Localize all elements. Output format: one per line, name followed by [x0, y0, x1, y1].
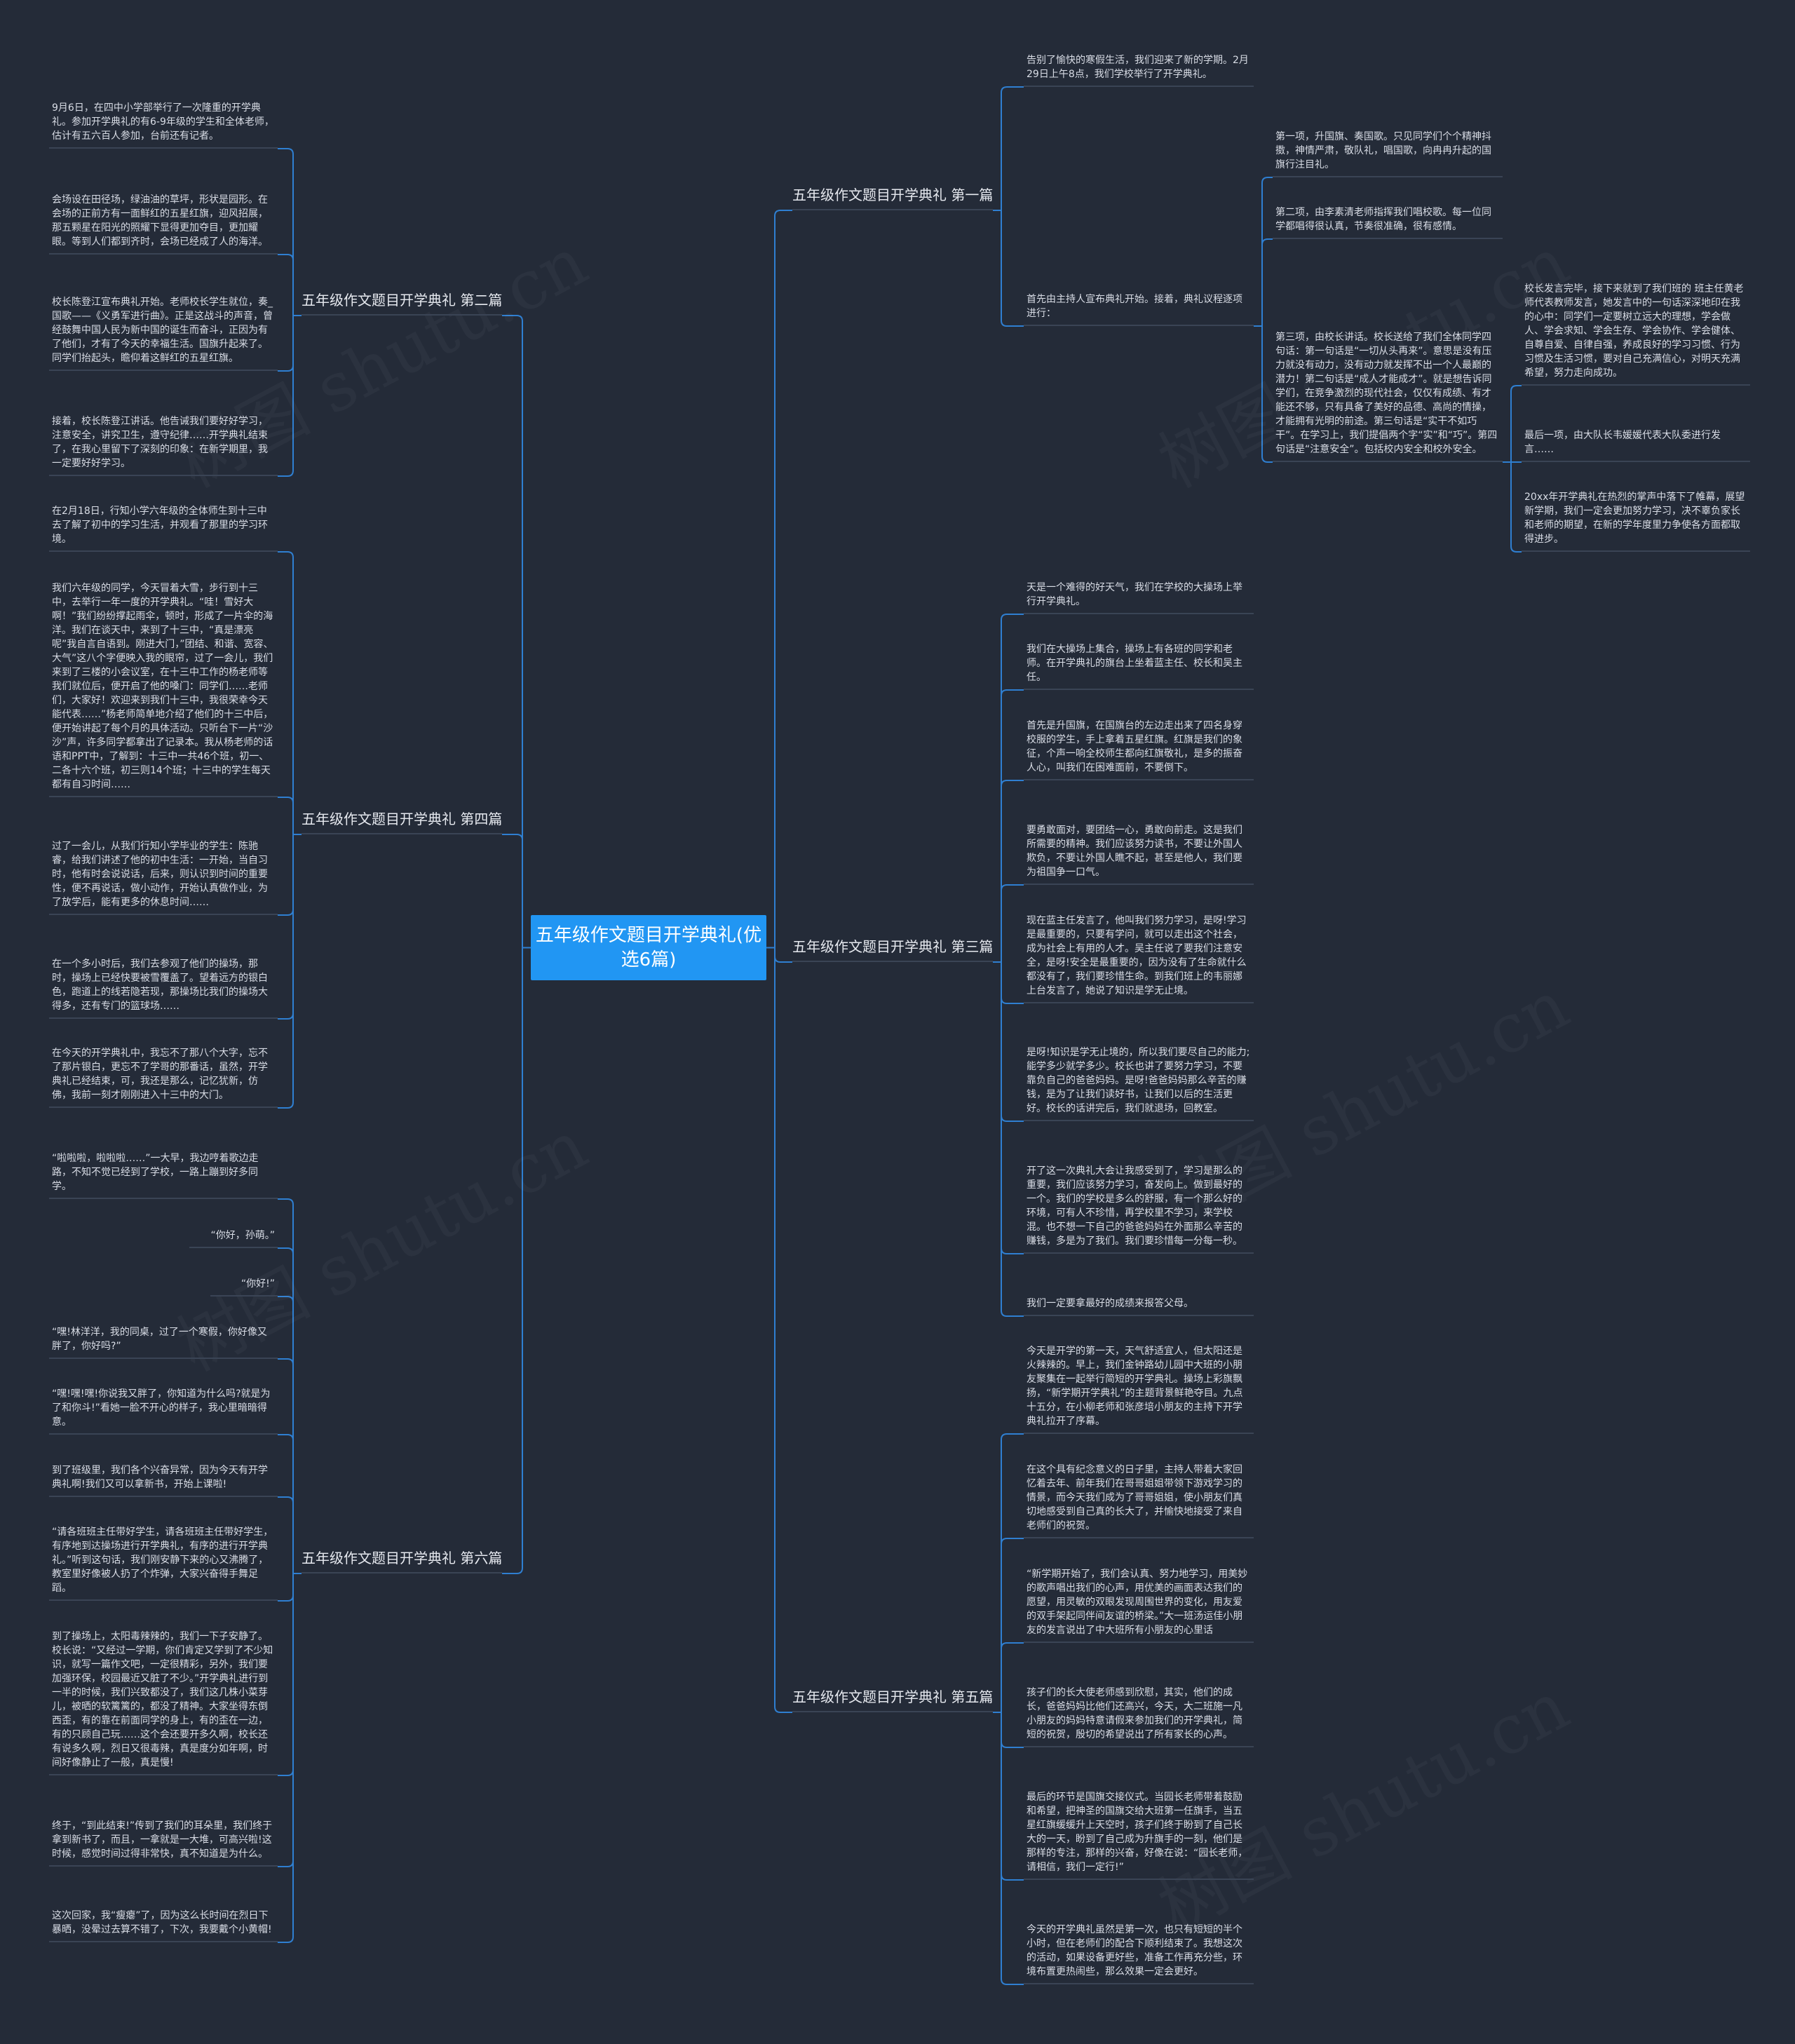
branch-part-2[interactable]: 五年级作文题目开学典礼 第二篇	[302, 290, 503, 316]
connector-line	[766, 210, 792, 949]
leaf-text: 20xx年开学典礼在热烈的掌声中落下了帷幕，展望新学期，我们一定会更加努力学习，…	[1522, 489, 1750, 552]
connector-line	[278, 1296, 302, 1574]
connector-line	[993, 1433, 1024, 1713]
leaf-text: 会场设在田径场，绿油油的草坪，形状是园形。在会场的正前方有一面鲜红的五星红旗，迎…	[49, 191, 278, 255]
connector-line	[993, 1642, 1024, 1713]
branch-part-6[interactable]: 五年级作文题目开学典礼 第六篇	[302, 1548, 503, 1573]
connector-line	[278, 1434, 302, 1574]
leaf-text: 过了一会儿，从我们行知小学毕业的学生：陈驰睿，给我们讲述了他的初中生活：一开始，…	[49, 838, 278, 915]
leaf-text: 到了操场上，太阳毒辣辣的，我们一下子安静了。校长说：“又经过一学期，你们肯定又学…	[49, 1628, 278, 1775]
leaf-text: “嘿!嘿!嘿!你说我又胖了，你知道为什么吗?就是为了和你斗!”看她一脸不开心的样…	[49, 1386, 278, 1435]
leaf-text: “请各班班主任带好学生，请各班班主任带好学生，有序地到达操场进行开学典礼，有序的…	[49, 1524, 278, 1601]
leaf-text: 到了班级里，我们各个兴奋异常，因为今天有开学典礼啊!我们又可以拿新书，开始上课啦…	[49, 1462, 278, 1497]
connector-line	[993, 884, 1024, 963]
branch-part-4[interactable]: 五年级作文题目开学典礼 第四篇	[302, 809, 503, 834]
leaf-text: 孩子们的长大使老师感到欣慰，其实，他们的成长，爸爸妈妈比他们还高兴，今天，大二班…	[1024, 1684, 1254, 1747]
leaf-text: 首先是升国旗，在国旗台的左边走出来了四名身穿校服的学生，手上拿着五星红旗。红旗是…	[1024, 717, 1254, 780]
connector-line	[1503, 385, 1522, 463]
leaf-text: 现在蓝主任发言了，他叫我们努力学习，是呀!学习是最重要的，只要有学问，就可以走出…	[1024, 912, 1254, 1003]
connector-line	[278, 834, 302, 1109]
connector-line	[993, 689, 1024, 963]
connector-line	[993, 1538, 1024, 1713]
leaf-text: 第一项，升国旗、奏国歌。只见同学们个个精神抖擞，神情严肃，敬队礼，唱国歌，向冉冉…	[1273, 128, 1503, 177]
connector-line	[278, 797, 302, 835]
connector-line	[993, 614, 1024, 963]
leaf-text: 在2月18日，行知小学六年级的全体师生到十三中去了解了初中的学习生活，并观看了那…	[49, 503, 278, 552]
connector-line	[993, 1712, 1024, 1881]
connector-line	[278, 315, 302, 477]
leaf-text: 天是一个难得的好天气，我们在学校的大操场上举行开学典礼。	[1024, 579, 1254, 614]
connector-line	[502, 315, 531, 949]
leaf-text: 第二项，由李素清老师指挥我们唱校歌。每一位同学都唱得很认真，节奏很准确，很有感情…	[1273, 204, 1503, 239]
leaf-text: 终于，“到此结束!”传到了我们的耳朵里，我们终于拿到新书了，而且，一拿就是一大堆…	[49, 1818, 278, 1867]
connector-line	[993, 1712, 1024, 1748]
connector-line	[1254, 238, 1273, 327]
connector-line	[278, 1573, 302, 1867]
leaf-text: 接着，校长陈登江讲话。他告诫我们要好好学习，注意安全，讲究卫生，遵守纪律……开学…	[49, 413, 278, 476]
connector-line	[278, 834, 302, 916]
leaf-text: 告别了愉快的寒假生活，我们迎来了新的学期。2月29日上午8点，我们学校举行了开学…	[1024, 52, 1254, 87]
connector-line	[278, 1573, 302, 1602]
connector-line	[766, 947, 792, 963]
connector-line	[1503, 461, 1522, 553]
connector-line	[993, 86, 1024, 211]
branch-part-5[interactable]: 五年级作文题目开学典礼 第五篇	[792, 1687, 994, 1712]
leaf-text: 在这个具有纪念意义的日子里，主持人带着大家回忆着去年、前年我们在哥哥姐姐带领下游…	[1024, 1461, 1254, 1538]
connector-line	[1254, 177, 1273, 327]
connector-line	[278, 1573, 302, 1776]
leaf-text: 我们在大操场上集合，操场上有各班的同学和老师。在开学典礼的旗台上坐着蓝主任、校长…	[1024, 641, 1254, 690]
leaf-text: “嘿!林洋洋，我的同桌，过了一个寒假，你好像又胖了，你好吗?”	[49, 1324, 278, 1359]
leaf-text: 我们一定要拿最好的成绩来报答父母。	[1024, 1295, 1254, 1316]
connector-line	[993, 961, 1024, 1122]
leaf-text: 我们六年级的同学，今天冒着大雪，步行到十三中，去举行一年一度的开学典礼。“哇！雪…	[49, 580, 278, 797]
leaf-text: 今天是开学的第一天，天气舒适宜人，但太阳还是火辣辣的。早上，我们金钟路幼儿园中大…	[1024, 1343, 1254, 1434]
leaf-text: “新学期开始了，我们会认真、努力地学习，用美妙的歌声唱出我们的心声，用优美的画面…	[1024, 1566, 1254, 1643]
connector-line	[502, 834, 531, 949]
connector-line	[502, 947, 531, 1574]
leaf-text: 这次回家，我“瘦瘪”了，因为这么长时间在烈日下暴晒，没晕过去算不错了，下次，我要…	[49, 1907, 278, 1942]
leaf-text: 第三项，由校长讲话。校长送给了我们全体同学四句话：第一句话是“一切从头再来”。意…	[1273, 329, 1503, 462]
connector-line	[278, 551, 302, 835]
leaf-text: 9月6日，在四中小学部举行了一次隆重的开学典礼。参加开学典礼的有6-9年级的学生…	[49, 100, 278, 149]
leaf-text: 校长发言完毕，接下来就到了我们班的 班主任黄老师代表教师发言，她发言中的一句话深…	[1522, 280, 1750, 386]
connector-line	[993, 780, 1024, 963]
connector-line	[278, 1496, 302, 1574]
connector-line	[993, 961, 1024, 1254]
leaf-text: 最后一项，由大队长韦媛媛代表大队委进行发言……	[1522, 427, 1750, 462]
leaf-text: “你好，孙萌。”	[189, 1227, 278, 1248]
connector-line	[278, 1198, 302, 1574]
connector-line	[993, 961, 1024, 1004]
leaf-text: 今天的开学典礼虽然是第一次，也只有短短的半个小时，但在老师们的配合下顺利结束了。…	[1024, 1921, 1254, 1984]
connector-line	[993, 961, 1024, 1317]
leaf-text: “你好!”	[210, 1275, 278, 1297]
leaf-text: “啦啦啦，啦啦啦……”一大早，我边哼着歌边走路，不知不觉已经到了学校，一路上蹦到…	[49, 1150, 278, 1199]
connector-line	[278, 315, 302, 372]
leaf-text: 在一个多小时后，我们去参观了他们的操场，那时，操场上已经快要被雪覆盖了。望着远方…	[49, 956, 278, 1019]
connector-line	[278, 148, 302, 316]
branch-part-3[interactable]: 五年级作文题目开学典礼 第三篇	[792, 937, 994, 962]
connector-line	[993, 210, 1024, 327]
leaf-text: 要勇敢面对，要团结一心，勇敢向前走。这是我们所需要的精神。我们应该努力读书，不要…	[1024, 822, 1254, 885]
connector-line	[278, 254, 302, 316]
leaf-text: 首先由主持人宣布典礼开始。接着，典礼议程逐项进行：	[1024, 291, 1254, 326]
connector-line	[278, 1247, 302, 1574]
connector-line	[993, 1712, 1024, 1985]
connector-line	[278, 1573, 302, 1943]
branch-part-1[interactable]: 五年级作文题目开学典礼 第一篇	[792, 185, 994, 210]
leaf-text: 开了这一次典礼大会让我感受到了，学习是那么的重要，我们应该努力学习，奋发向上。做…	[1024, 1163, 1254, 1254]
leaf-text: 是呀!知识是学无止境的，所以我们要尽自己的能力;能学多少就学多少。校长也讲了要努…	[1024, 1044, 1254, 1121]
connector-line	[1254, 325, 1273, 463]
connector-line	[766, 947, 792, 1713]
leaf-text: 在今天的开学典礼中，我忘不了那八个大字，忘不了那片银白，更忘不了学哥的那番话，虽…	[49, 1045, 278, 1108]
root-topic[interactable]: 五年级作文题目开学典礼(优选6篇)	[531, 915, 766, 980]
connector-line	[278, 1358, 302, 1574]
leaf-text: 最后的环节是国旗交接仪式。当园长老师带着鼓励和希望，把神圣的国旗交给大班第一任旗…	[1024, 1789, 1254, 1880]
connector-line	[278, 834, 302, 1020]
leaf-text: 校长陈登江宣布典礼开始。老师校长学生就位，奏_国歌——《义勇军进行曲》。正是这战…	[49, 294, 278, 371]
